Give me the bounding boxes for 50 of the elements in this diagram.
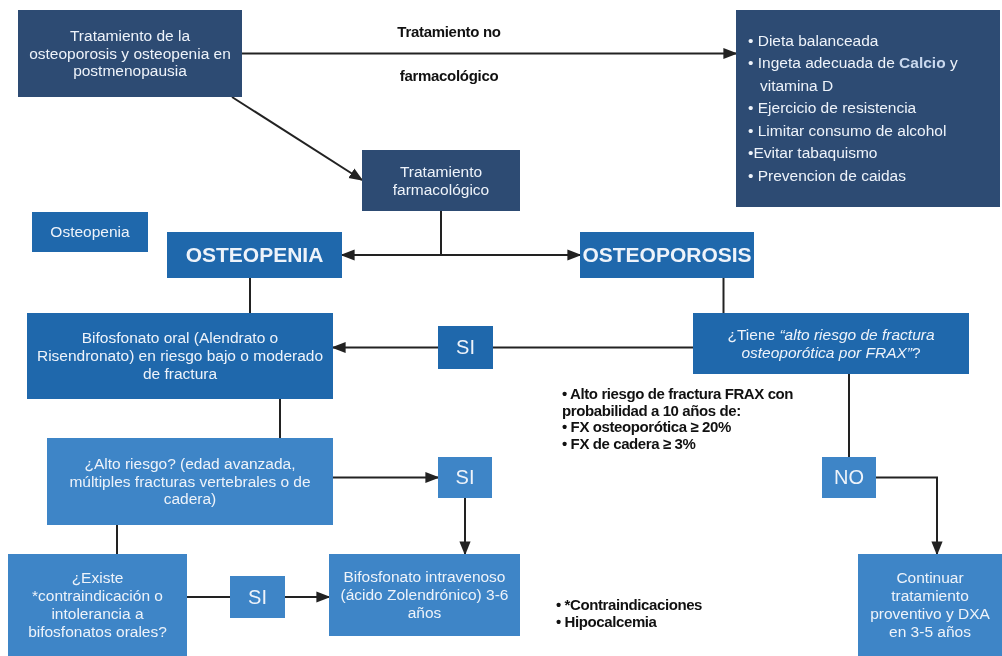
note-text: • Hipocalcemia: [556, 613, 658, 630]
process-box: [329, 554, 520, 636]
process-box: [580, 232, 754, 278]
process-box: [8, 554, 187, 656]
note-text: • *Contraindicaciones: [556, 597, 704, 614]
process-box: [27, 313, 333, 399]
process-box: [858, 554, 1002, 656]
note-text: • FX de cadera ≥ 3%: [562, 435, 697, 452]
note-text: • FX osteoporótica ≥ 20%: [562, 419, 732, 436]
process-box: [47, 438, 333, 525]
box-text: SI: [248, 585, 267, 609]
box-text: Continuar tratamiento proventivo y DXA en 3-5 años: [869, 569, 991, 641]
process-box: [32, 212, 148, 252]
box-text: SI: [455, 466, 475, 489]
list-item: •Evitar tabaquismo: [748, 143, 879, 164]
process-box: [693, 313, 969, 374]
box-text: Tratamiento de la osteoporosis y osteopenia en postmenopausia: [28, 26, 232, 81]
box-text: OSTEOPENIA: [185, 242, 324, 268]
box-text: Osteopenia: [50, 223, 130, 241]
process-box: [362, 150, 520, 211]
answer-box: [438, 326, 493, 369]
box-text: SI: [456, 336, 475, 359]
answer-box: [438, 457, 492, 498]
box-text: ¿Existe *contraindicación o intolerancia a bifosfonatos orales?: [27, 569, 168, 641]
box-text: NO: [834, 466, 864, 489]
connector-arrow: [459, 497, 471, 556]
answer-box: [822, 457, 876, 498]
box-text: Bifosfonato oral (Alendrato o Risendronato) en riesgo bajo o moderado de fractura: [35, 329, 325, 383]
connector-arrow: [241, 47, 738, 60]
box-text: Bifosfonato intravenoso (ácido Zolendrónico) 3-6 años: [339, 568, 510, 622]
box-text: ¿Alto riesgo? (edad avanzada, múltiples fracturas vertebrales o de cadera): [68, 454, 312, 509]
answer-box: [230, 576, 285, 618]
process-box: [167, 232, 342, 278]
box-text: ¿Tiene “alto riesgo de fractura osteoporótica por FRAX”?: [726, 325, 936, 362]
box-text: OSTEOPOROSIS: [582, 242, 752, 268]
process-box: [736, 10, 1000, 207]
connector-arrow: [440, 210, 582, 261]
note-text: • Alto riesgo de fractura FRAX con probabilidad a 10 años de:: [562, 386, 795, 419]
edge-label: Tratamiento no farmacológico: [396, 21, 502, 86]
connector-arrow: [875, 476, 943, 556]
connector-arrow: [284, 591, 331, 603]
list-item: • Limitar consumo de alcohol: [748, 120, 948, 141]
connector-arrow: [332, 471, 440, 484]
connector-arrow: [231, 96, 364, 181]
box-text: Tratamiento farmacológico: [391, 162, 491, 199]
process-box: [18, 10, 242, 97]
list-item: • Ingeta adecuada de Calcio y vitamina D: [748, 53, 959, 96]
list-item: • Dieta balanceada: [748, 30, 880, 51]
list-item: • Ejercicio de resistencia: [748, 98, 918, 119]
list-item: • Prevencion de caidas: [748, 165, 907, 186]
